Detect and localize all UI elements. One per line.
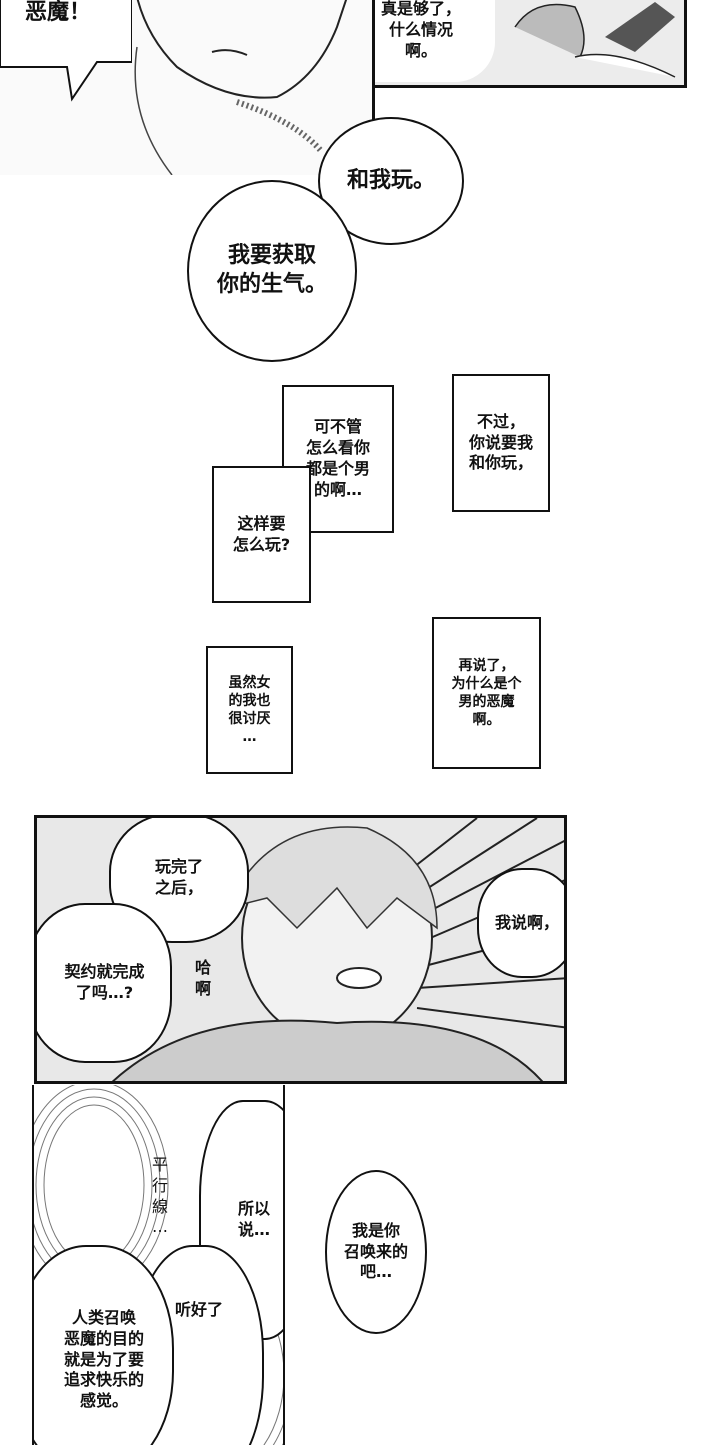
speech-bubble: 我说啊， xyxy=(477,868,564,978)
character-art xyxy=(112,818,564,1081)
box-text: 虽然女 的我也 很讨厌 … xyxy=(228,674,271,746)
speech-bubble: 真是够了， 什么情况 啊。 xyxy=(375,0,495,82)
panel-4: 所以 说… 平 行 線 … 听好了 人类召唤 恶魔的目的 就是为了要 追求快乐的… xyxy=(32,1085,285,1445)
narration-box: 不过， 你说要我 和你玩， xyxy=(452,374,550,512)
speech-bubble: 契约就完成 了吗…? xyxy=(37,903,172,1063)
bubble-text: 人类召唤 恶魔的目的 就是为了要 追求快乐的 感觉。 xyxy=(63,1308,144,1411)
narration-box: 这样要 怎么玩? xyxy=(212,466,311,603)
bubble-text: 和我玩。 xyxy=(346,167,435,193)
box-text: 再说了， 为什么是个 男的恶魔 啊。 xyxy=(451,657,522,729)
box-text: 可不管 怎么看你 都是个男 的啊… xyxy=(305,417,370,499)
speech-bubble: 恶魔！ xyxy=(0,0,132,102)
panel-3: 玩完了 之后， 我说啊， 契约就完成 了吗…? 哈 啊 xyxy=(34,815,567,1084)
bubble-text: 听好了 xyxy=(174,1299,223,1319)
box-text: 这样要 怎么玩? xyxy=(232,513,291,554)
box-text: 不过， 你说要我 和你玩， xyxy=(468,411,533,473)
bubble-text: 恶魔！ xyxy=(25,0,92,25)
bubble-text: 我说啊， xyxy=(494,912,559,932)
bubble-text: 我要获取 你的生气。 xyxy=(216,243,327,297)
speech-bubble: 我要获取 你的生气。 xyxy=(187,180,357,362)
sound-effect: 哈 啊 xyxy=(195,958,212,998)
bubble-text: 真是够了， 什么情况 啊。 xyxy=(381,0,462,60)
bubble-text: 契约就完成 了吗…? xyxy=(64,962,145,1002)
bubble-text: 我是你 召唤来的 吧… xyxy=(343,1220,408,1282)
narration-box: 虽然女 的我也 很讨厌 … xyxy=(206,646,293,774)
panel-2: 真是够了， 什么情况 啊。 xyxy=(375,0,687,88)
character-art xyxy=(514,2,676,78)
speech-bubble: 我是你 召唤来的 吧… xyxy=(325,1170,427,1334)
character-art xyxy=(134,0,348,175)
narration-box: 再说了， 为什么是个 男的恶魔 啊。 xyxy=(432,617,541,769)
panel-1: 恶魔！ xyxy=(0,0,375,175)
narration-box: 可不管 怎么看你 都是个男 的啊… xyxy=(282,385,394,533)
bubble-text: 所以 说… xyxy=(237,1199,270,1239)
sound-effect: 平 行 線 … xyxy=(152,1155,169,1237)
speech-bubble: 人类召唤 恶魔的目的 就是为了要 追求快乐的 感觉。 xyxy=(34,1245,174,1445)
bubble-text: 玩完了 之后， xyxy=(154,857,203,897)
